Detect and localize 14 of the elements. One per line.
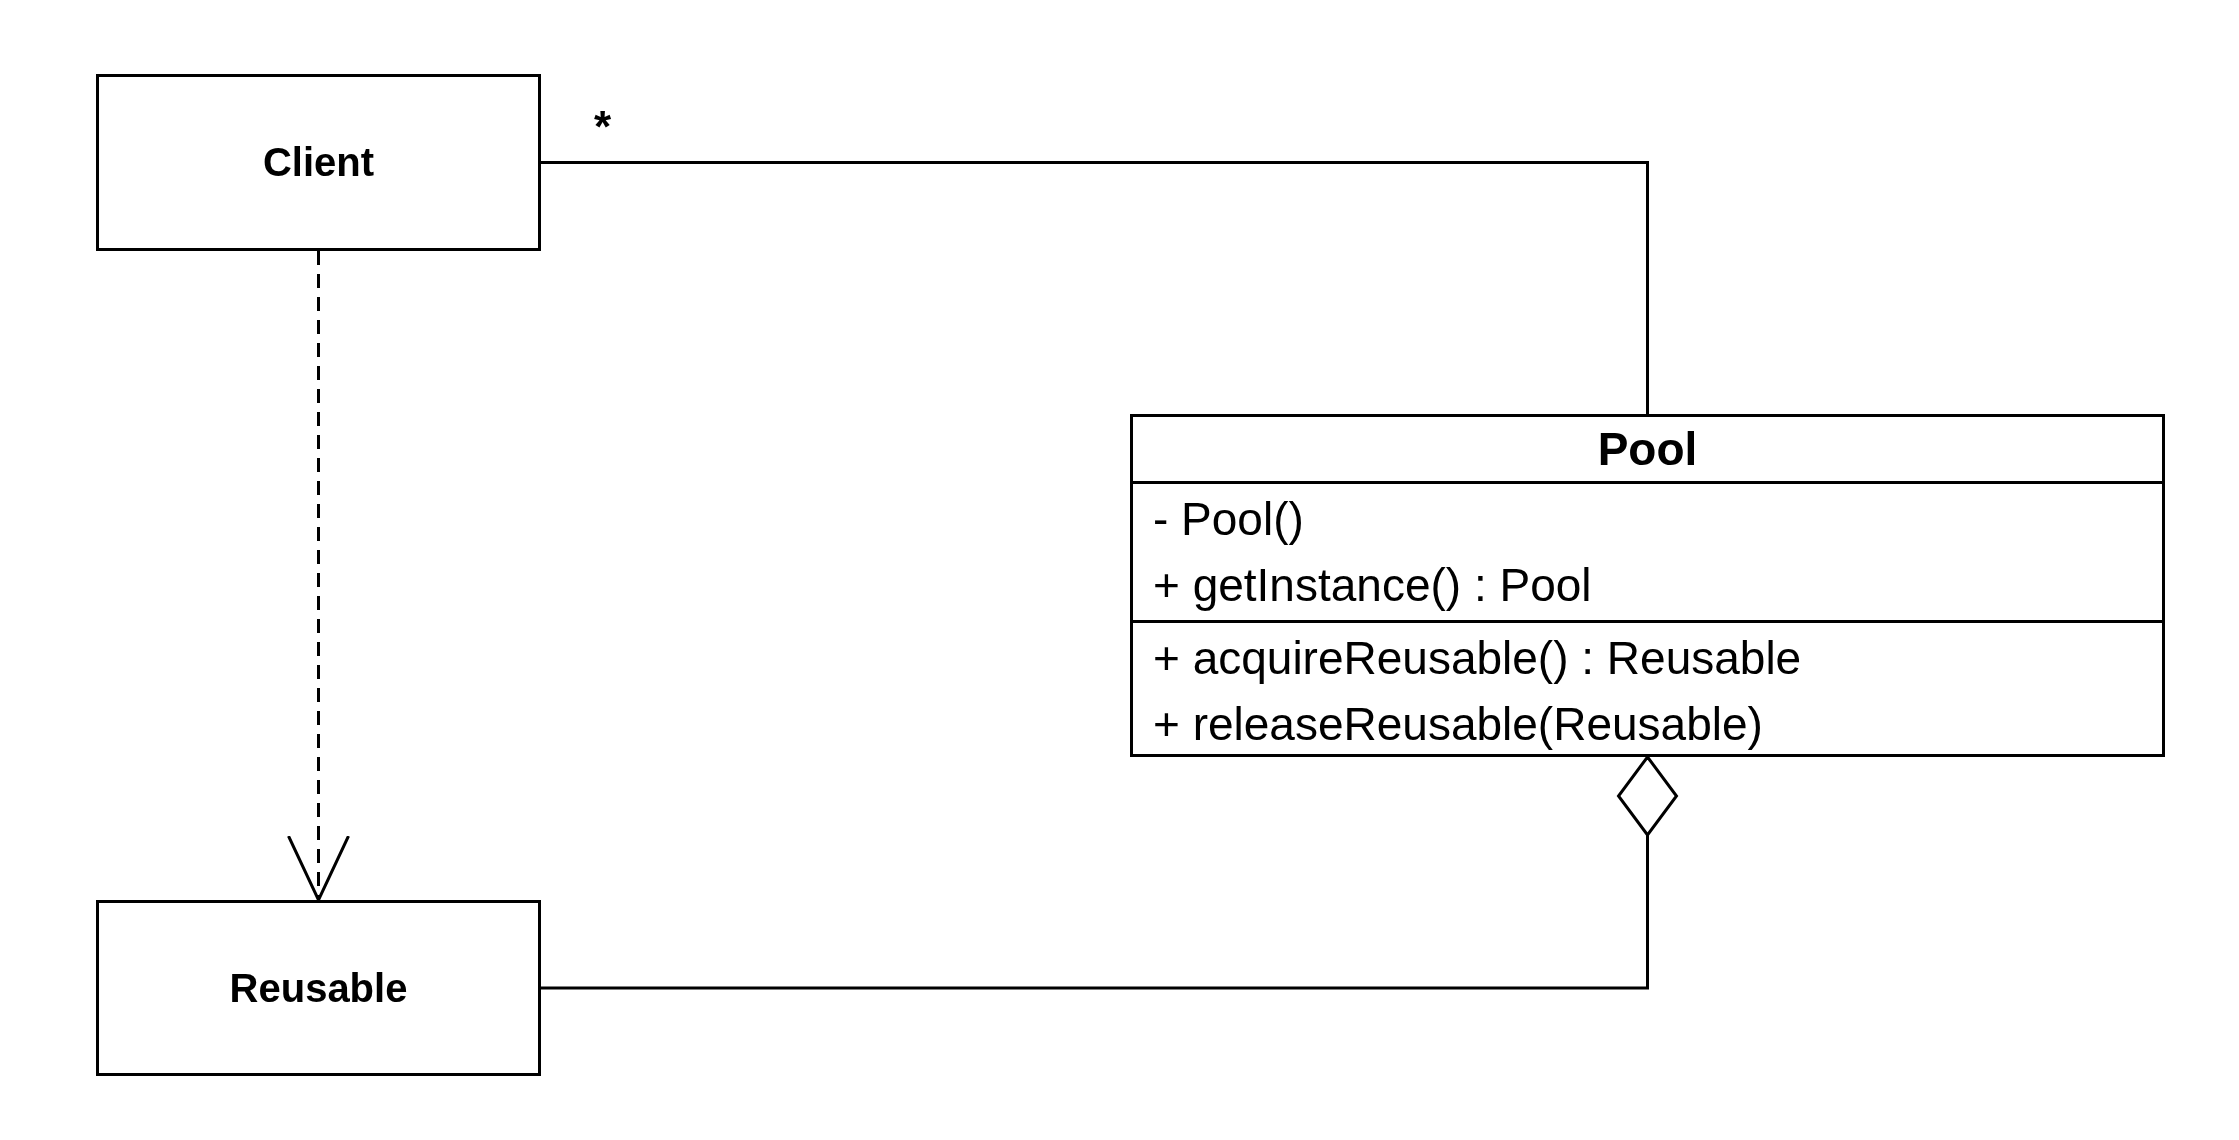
class-member: + releaseReusable(Reusable): [1153, 697, 1764, 752]
class-box: [1130, 414, 2165, 757]
aggregation-line: [541, 755, 1678, 990]
association-line: [541, 161, 1649, 414]
class-member: - Pool(): [1153, 492, 1305, 547]
class-name: Reusable: [229, 965, 408, 1011]
dependency-arrow: [287, 251, 350, 902]
class-box: [96, 900, 541, 1076]
class-member: + getInstance() : Pool: [1153, 558, 1593, 613]
class-name: Pool: [1133, 417, 2162, 484]
class-member: + acquireReusable() : Reusable: [1153, 631, 1803, 686]
multiplicity-label: *: [594, 102, 612, 152]
class-box: [96, 74, 541, 251]
class-name: Client: [262, 140, 375, 185]
